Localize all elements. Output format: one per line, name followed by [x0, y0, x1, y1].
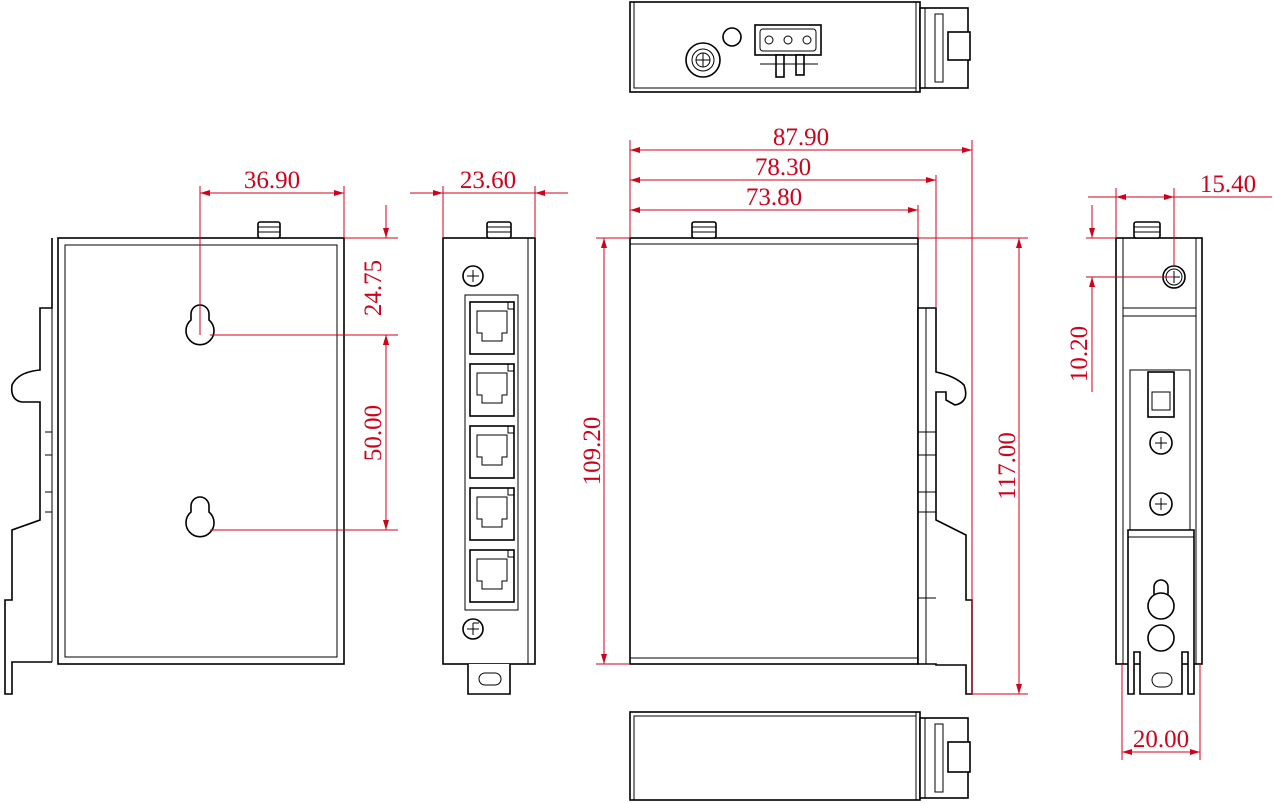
mount-tab-icon	[467, 664, 511, 695]
port-side-view: 23.60	[410, 167, 568, 695]
din-rail-side-view: 15.40 10.20 20.00	[1066, 171, 1272, 760]
grounding-screw-icon	[685, 42, 721, 78]
dim-back-top-hole-offset-y: 24.75	[360, 260, 387, 316]
dim-front-body-width: 73.80	[746, 184, 802, 211]
dim-front-body-height: 109.20	[579, 417, 606, 486]
rj45-port-5-icon	[469, 549, 515, 603]
led-indicator-icon	[722, 27, 742, 47]
din-latch-icon	[1147, 371, 1175, 418]
top-screw-icon	[257, 221, 281, 239]
rj45-port-2-icon	[469, 363, 515, 417]
dim-din-screw-offset: 10.20	[1066, 326, 1093, 382]
port-side-screw-bottom-icon	[462, 618, 484, 640]
power-terminal-block	[754, 24, 822, 78]
bottom-view-din-clip	[919, 717, 971, 799]
rj45-port-1-icon	[469, 301, 515, 355]
port-side-screw-top-icon	[462, 265, 484, 287]
din-screw-mid-lower-icon	[1149, 492, 1173, 516]
din-clip-screw-icon	[1147, 624, 1175, 652]
side-top-screw-icon	[486, 221, 512, 239]
dim-front-width-with-clip: 78.30	[755, 154, 811, 181]
din-screw-mid-upper-icon	[1149, 431, 1173, 455]
dim-din-side-offset: 15.40	[1200, 171, 1256, 198]
dim-side-depth: 23.60	[460, 167, 516, 194]
front-view: 87.90 78.30 73.80 109.20 117.00	[579, 124, 1028, 695]
bottom-view	[629, 711, 971, 801]
dim-back-hole-offset-x: 36.90	[244, 167, 300, 194]
dim-back-hole-spacing: 50.00	[360, 405, 387, 461]
front-top-screw-icon	[691, 221, 717, 239]
wall-mount-back-view: 36.90 24.75 50.00	[4, 167, 398, 695]
din-top-screw-icon	[1133, 221, 1161, 239]
rj45-port-4-icon	[469, 487, 515, 541]
din-rail-clip	[1127, 529, 1195, 695]
dim-front-total-height: 117.00	[994, 432, 1021, 500]
keyhole-bottom-icon	[185, 496, 215, 538]
front-din-clip	[917, 307, 973, 695]
dim-front-total-width: 87.90	[773, 124, 829, 151]
top-view-din-clip	[919, 7, 971, 89]
rj45-port-3-icon	[469, 425, 515, 479]
dim-din-clip-width: 20.00	[1133, 726, 1189, 753]
top-view	[629, 1, 971, 93]
